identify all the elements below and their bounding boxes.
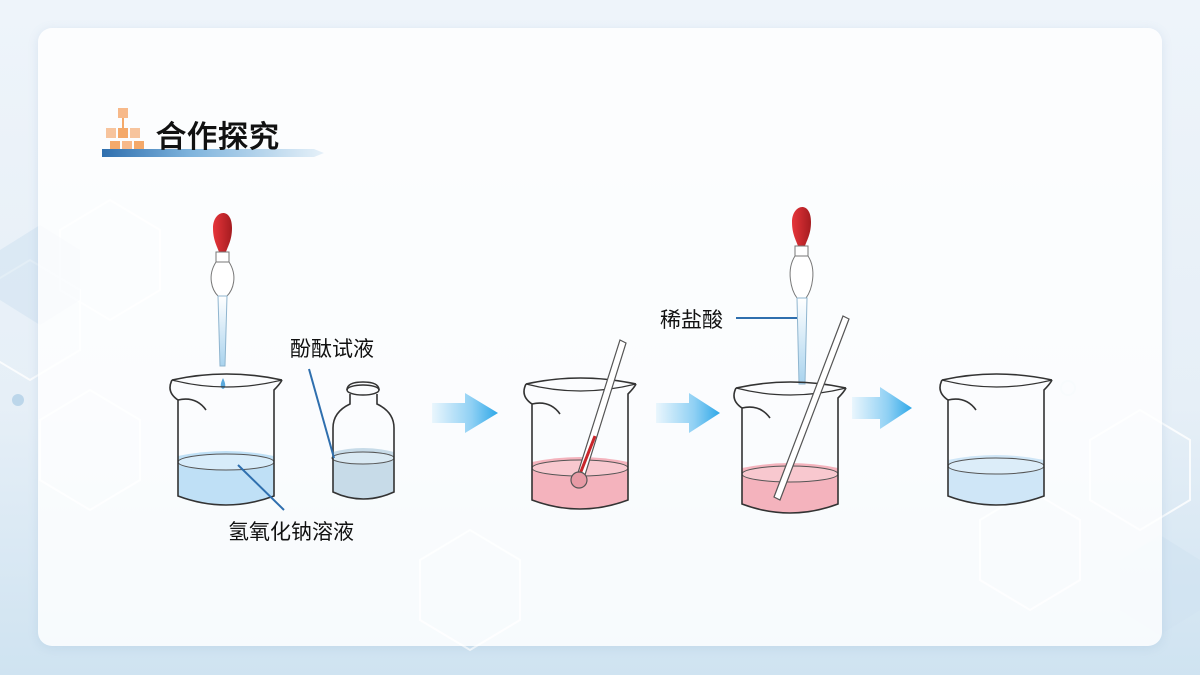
beaker-final: [939, 373, 1053, 506]
beaker-pink-with-rod: [733, 381, 847, 514]
arrow-right-1: [432, 393, 498, 433]
arrow-right-3: [852, 387, 912, 429]
title-underline: [102, 149, 324, 157]
page-title: 合作探究: [156, 120, 280, 155]
label-sodium-hydroxide: 氢氧化钠溶液: [228, 520, 354, 544]
beaker-sodium-hydroxide: [169, 373, 283, 506]
pointer-sodium-hydroxide: [237, 464, 285, 511]
beaker-pink-with-thermometer: [523, 377, 637, 510]
dropper-1: [210, 212, 235, 389]
label-hydrochloric-acid: 稀盐酸: [660, 308, 723, 332]
org-chart-icon: [106, 108, 144, 151]
arrow-right-2: [656, 393, 720, 433]
reagent-bottle: [331, 381, 395, 500]
pointer-phenolphthalein: [308, 368, 335, 459]
glass-rod: [773, 315, 850, 501]
label-phenolphthalein: 酚酞试液: [290, 337, 374, 361]
dropper-2: [789, 206, 814, 385]
thermometer: [570, 339, 627, 489]
title-block: 合作探究: [100, 104, 330, 160]
